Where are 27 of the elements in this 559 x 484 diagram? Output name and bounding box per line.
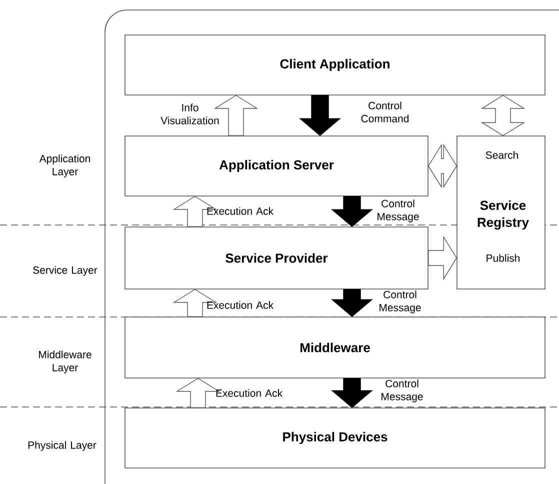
layer-label: Physical Layer [28, 441, 96, 451]
filled-arrow [331, 289, 373, 318]
filled-arrow [299, 95, 341, 136]
layer-label: Middleware Layer [39, 350, 92, 374]
edge-label: Control Command [361, 102, 409, 122]
edge-label: Info Visualization [160, 104, 219, 124]
hollow-arrow [176, 378, 220, 408]
filled-arrow [331, 378, 373, 408]
layer-box: Application Server [124, 136, 428, 196]
layer-label: Application Layer [39, 154, 90, 178]
hollow-arrow [172, 288, 218, 317]
hollow-arrow [214, 94, 258, 136]
layer-label: Service Layer [33, 266, 98, 276]
edge-label: Execution Ack [207, 301, 274, 309]
edge-label: Control Message [380, 290, 421, 314]
layer-box: Client Application [124, 34, 546, 96]
edge-label: Execution Ack [216, 389, 283, 397]
layer-box: Service Provider [124, 226, 428, 290]
registry-box: Search Service Registry Publish [456, 136, 546, 290]
hollow-arrow [172, 196, 218, 227]
edge-label: Control Message [382, 380, 423, 402]
layer-box: Middleware [124, 316, 546, 378]
filled-arrow [331, 196, 373, 228]
edge-label: Control Message [378, 200, 419, 222]
hollow-arrow [428, 236, 458, 280]
layer-box: Physical Devices [124, 408, 546, 468]
edge-label: Execution Ack [207, 207, 274, 215]
